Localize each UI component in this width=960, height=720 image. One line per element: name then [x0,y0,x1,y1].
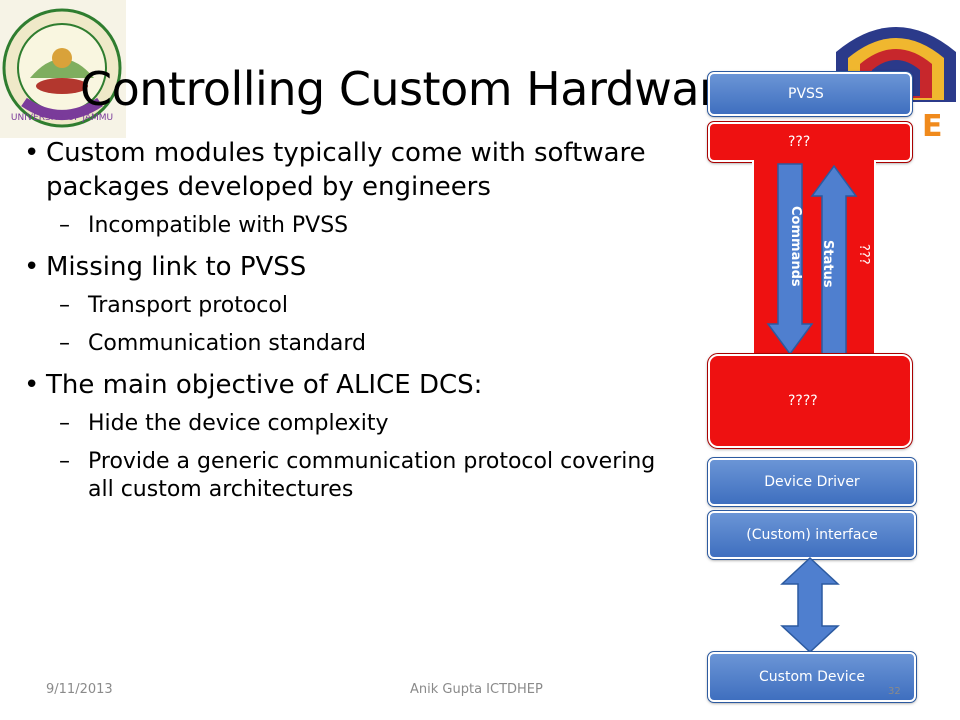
dash-icon: – [59,331,70,356]
sub-bullet-item: – Provide a generic communication protoc… [59,449,656,502]
commands-arrow-icon [766,163,814,356]
dash-icon: – [59,449,70,474]
dash-icon: – [59,213,70,238]
university-logo: UNIVERSITY OF JAMMU [0,0,126,138]
custom-interface-box: (Custom) interface [707,510,917,560]
status-arrow-icon [810,164,858,357]
bullet-dot-icon: • [24,138,40,168]
commands-status-arrows [766,163,858,357]
dash-icon: – [59,411,70,436]
bullet-item: • Missing link to PVSS [24,252,307,282]
bullet-dot-icon: • [24,252,40,282]
bullet-dot-icon: • [24,370,40,400]
bullet-list: • Custom modules typically come with sof… [24,136,684,514]
bullet-item: • Custom modules typically come with sof… [24,138,646,202]
device-driver-box: Device Driver [707,457,917,507]
svg-text:UNIVERSITY OF JAMMU: UNIVERSITY OF JAMMU [11,113,113,123]
footer-date: 9/11/2013 [46,682,113,697]
middle-unknown-box: ???? [707,353,913,449]
custom-device-box: Custom Device [707,651,917,703]
pvss-box: PVSS [707,71,913,117]
sub-bullet-item: – Transport protocol [59,293,288,318]
top-unknown-box: ??? [707,121,913,163]
status-label: Status [820,240,835,288]
footer-page-number: 32 [888,686,901,697]
bullet-item: • The main objective of ALICE DCS: [24,370,483,400]
sub-bullet-item: – Communication standard [59,331,366,356]
slide-title: Controlling Custom Hardware [80,62,745,116]
sub-bullet-item: – Incompatible with PVSS [59,213,349,238]
commands-label: Commands [788,206,803,287]
dash-icon: – [59,293,70,318]
footer-author: Anik Gupta ICTDHEP [410,682,543,697]
svg-text:E: E [922,109,943,142]
sub-bullet-item: – Hide the device complexity [59,411,389,436]
side-unknown-label: ??? [856,244,871,265]
bidirectional-arrow-icon [780,556,840,654]
